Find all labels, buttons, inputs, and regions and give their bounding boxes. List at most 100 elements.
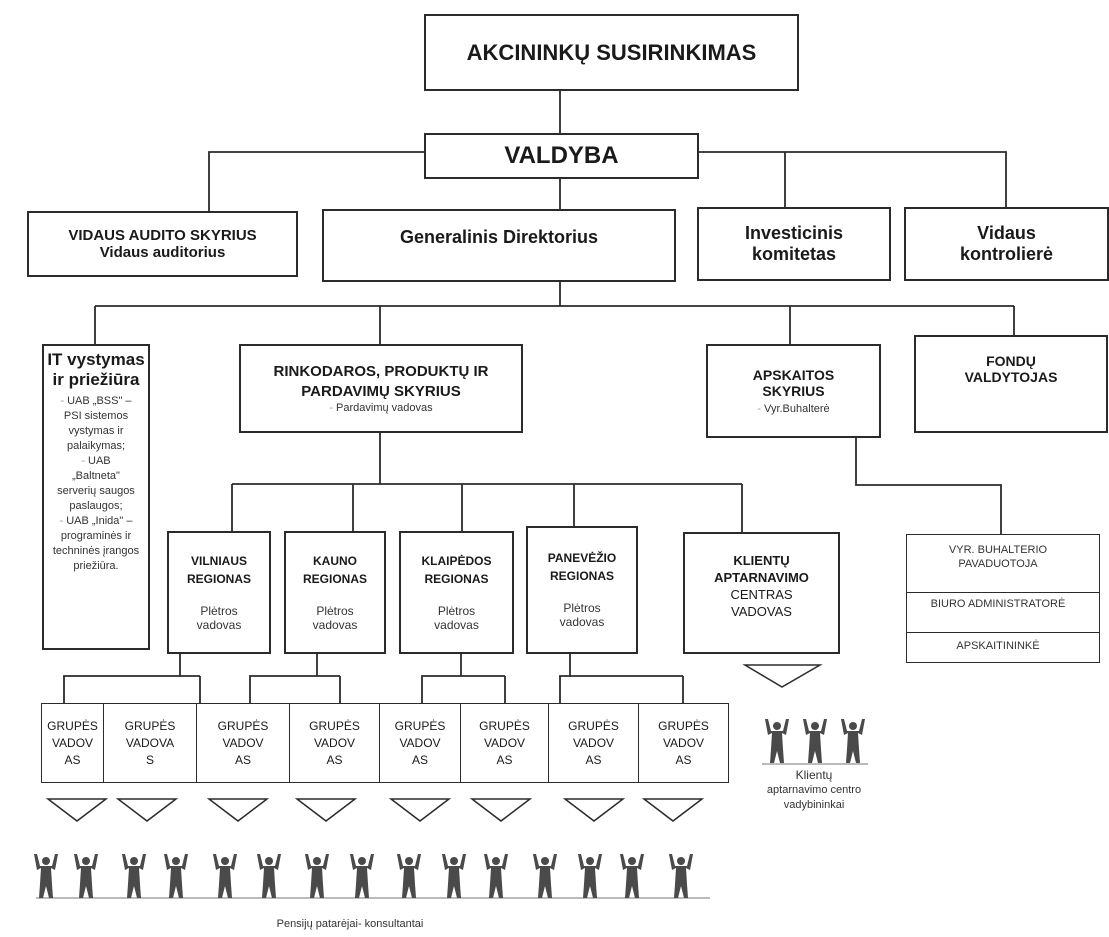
consultants-caption: Pensijų patarėjai- konsultantai (200, 918, 500, 930)
region-role-line2: vadovas (312, 617, 358, 632)
person-icon (74, 854, 98, 898)
staff-office-administrator: BIURO ADMINISTRATORĖ (930, 598, 1066, 610)
shareholders-title: AKCININKŲ SUSIRINKIMAS (466, 39, 757, 65)
group-leader-line: AS (496, 752, 513, 767)
region-role-line1: Plėtros (437, 603, 476, 618)
investment-committee-box: Investicinis komitetas (697, 207, 891, 281)
region-name-line1: KAUNO (313, 553, 357, 568)
person-icon (578, 854, 602, 898)
it-item: paslaugos; (69, 500, 123, 512)
region-name-line2: REGIONAS (424, 571, 489, 586)
region-name-line2: REGIONAS (549, 569, 614, 583)
internal-audit-box: VIDAUS AUDITO SKYRIUS Vidaus auditorius (27, 211, 298, 277)
client-centre-line3: CENTRAS (730, 587, 793, 602)
it-item: -UAB (81, 455, 111, 467)
region-role-line2: vadovas (559, 615, 605, 629)
it-item: serverių saugos (57, 485, 135, 497)
region-panevezys-box: PANEVĖŽIO REGIONAS Plėtros vadovas (526, 526, 638, 654)
consultants-caption-text: Pensijų patarėjai- konsultantai (276, 918, 424, 930)
group-leader-line: GRUPĖS (394, 718, 446, 733)
board-box: VALDYBA (424, 133, 699, 179)
person-icon (213, 854, 237, 898)
triangle-marker (294, 798, 358, 822)
group-leader-line: AS (234, 752, 251, 767)
consultants-figures (34, 854, 693, 898)
person-icon (34, 854, 58, 898)
fund-manager-box: FONDŲ VALDYTOJAS (914, 335, 1108, 433)
investment-committee-line1: Investicinis (744, 223, 844, 243)
person-icon (765, 719, 789, 763)
group-leader-box: GRUPĖS VADOV AS (638, 703, 729, 783)
person-icon (442, 854, 466, 898)
client-managers-caption-line2: aptarnavimo centro (766, 784, 862, 796)
person-icon (841, 719, 865, 763)
it-item: palaikymas; (66, 440, 126, 452)
fund-manager-line2: VALDYTOJAS (964, 369, 1058, 385)
it-item: vystymas ir (68, 425, 124, 437)
group-leader-line: VADOV (483, 735, 526, 750)
region-kaunas-box: KAUNO REGIONAS Plėtros vadovas (284, 531, 386, 654)
group-leader-line: AS (675, 752, 692, 767)
fund-manager-line1: FONDŲ (986, 353, 1036, 369)
marketing-title-line2: PARDAVIMŲ SKYRIUS (301, 383, 461, 400)
group-leader-box: GRUPĖS VADOV AS (548, 703, 639, 783)
triangle-marker (45, 798, 109, 822)
group-leader-line: VADOV (222, 735, 264, 750)
ceo-box: Generalinis Direktorius (322, 209, 676, 282)
group-leader-box: GRUPĖS VADOV AS (460, 703, 549, 783)
client-centre-line1: KLIENTŲ (733, 553, 790, 568)
group-leader-line: VADOV (399, 735, 441, 750)
triangle-marker (562, 798, 626, 822)
region-name-line2: REGIONAS (186, 571, 251, 586)
region-vilnius-box: VILNIAUS REGIONAS Plėtros vadovas (167, 531, 271, 654)
triangle-marker (388, 798, 452, 822)
it-providers-list: -UAB „BSS" – PSI sistemos vystymas ir pa… (53, 394, 139, 574)
it-title-line2: ir priežiūra (52, 370, 140, 389)
accounting-title-line2: SKYRIUS (762, 383, 825, 399)
it-item: priežiūra. (73, 560, 119, 572)
client-centre-line2: APTARNAVIMO (714, 570, 809, 585)
group-leader-line: AS (411, 752, 428, 767)
region-role-line2: vadovas (196, 617, 242, 632)
group-leader-line: GRUPĖS (217, 718, 269, 733)
it-title-line1: IT vystymas (47, 350, 145, 369)
it-item: -UAB „BSS" – (60, 395, 132, 407)
client-managers-caption: Klientų aptarnavimo centro vadybininkai (748, 768, 880, 813)
group-leader-line: GRUPĖS (658, 718, 709, 733)
region-name-line1: VILNIAUS (190, 553, 247, 568)
shareholders-box: AKCININKŲ SUSIRINKIMAS (424, 14, 799, 91)
person-icon (620, 854, 644, 898)
board-title: VALDYBA (504, 142, 619, 169)
region-name-line1: PANEVĖŽIO (547, 551, 617, 565)
accounting-staff-box: VYR. BUHALTERIO PAVADUOTOJA BIURO ADMINI… (906, 534, 1100, 663)
triangle-marker (742, 664, 823, 688)
region-name-line2: REGIONAS (302, 571, 367, 586)
staff-divider (906, 592, 1100, 593)
client-managers-caption-line1: Klientų (795, 768, 833, 782)
ceo-title: Generalinis Direktorius (399, 227, 599, 247)
group-leader-line: GRUPĖS (568, 718, 619, 733)
region-role-line2: vadovas (434, 617, 479, 632)
group-leader-line: GRUPĖS (124, 718, 176, 733)
person-icon (397, 854, 421, 898)
group-leader-line: AS (585, 752, 602, 767)
person-icon (164, 854, 188, 898)
internal-audit-sub: Vidaus auditorius (99, 244, 226, 261)
client-managers-caption-line3: vadybininkai (783, 799, 845, 811)
person-icon (669, 854, 693, 898)
person-icon (257, 854, 281, 898)
group-leader-box: GRUPĖS VADOV AS (196, 703, 290, 783)
staff-deputy-chief-accountant: VYR. BUHALTERIO PAVADUOTOJA (948, 544, 1048, 570)
it-item: „Baltneta" (72, 470, 120, 482)
group-leader-box: GRUPĖS VADOV AS (289, 703, 380, 783)
internal-controller-line1: Vidaus (977, 223, 1036, 243)
group-leader-line: VADOVA (125, 735, 175, 750)
group-leader-line: VADOV (662, 735, 705, 750)
staff-accountant: APSKAITININKĖ (956, 640, 1040, 652)
it-item: programinės ir (60, 530, 132, 542)
it-item: techninės įrangos (52, 545, 140, 557)
region-klaipeda-box: KLAIPĖDOS REGIONAS Plėtros vadovas (399, 531, 514, 654)
person-icon (305, 854, 329, 898)
group-leader-line: VADOV (572, 735, 615, 750)
